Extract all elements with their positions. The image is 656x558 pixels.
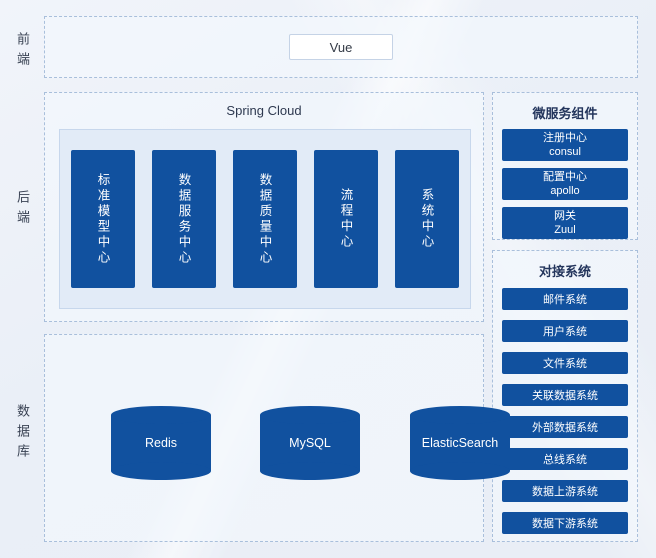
center-node-data-quality: 数据质量中心: [233, 150, 297, 288]
db-cylinder-mysql: MySQL: [260, 406, 360, 480]
ms-node-registry-name: 注册中心: [543, 132, 587, 144]
microservices-list: 注册中心 consul 配置中心 apollo 网关 Zuul: [493, 122, 637, 239]
center-node-process: 流程中心: [314, 150, 378, 288]
int-node-upstream-data: 数据上游系统: [502, 480, 628, 502]
int-node-downstream-data: 数据下游系统: [502, 512, 628, 534]
layer-label-frontend: 前端: [15, 32, 30, 72]
int-node-external-data: 外部数据系统: [502, 416, 628, 438]
int-node-file: 文件系统: [502, 352, 628, 374]
integration-panel: 对接系统 邮件系统 用户系统 文件系统 关联数据系统 外部数据系统 总线系统 数…: [492, 250, 638, 542]
ms-node-gateway: 网关 Zuul: [502, 207, 628, 239]
db-label-elasticsearch: ElasticSearch: [421, 436, 499, 450]
spring-cloud-container: 标准模型中心 数据服务中心 数据质量中心 流程中心 系统中心: [59, 129, 471, 309]
database-panel: Redis MySQL ElasticSearch: [44, 334, 510, 542]
db-label-mysql: MySQL: [289, 436, 331, 450]
microservices-title: 微服务组件: [532, 106, 598, 121]
ms-node-config-name: 配置中心: [543, 171, 587, 183]
int-node-user: 用户系统: [502, 320, 628, 342]
integration-list: 邮件系统 用户系统 文件系统 关联数据系统 外部数据系统 总线系统 数据上游系统…: [493, 280, 637, 534]
ms-node-registry-tech: consul: [549, 146, 581, 158]
ms-node-gateway-name: 网关: [554, 210, 576, 222]
microservices-panel: 微服务组件 注册中心 consul 配置中心 apollo 网关 Zuul: [492, 92, 638, 240]
frontend-panel: Vue: [44, 16, 638, 78]
int-node-bus: 总线系统: [502, 448, 628, 470]
integration-title: 对接系统: [538, 264, 591, 279]
center-node-data-service: 数据服务中心: [152, 150, 216, 288]
center-node-system: 系统中心: [395, 150, 459, 288]
center-node-standard-model: 标准模型中心: [71, 150, 135, 288]
ms-node-registry: 注册中心 consul: [502, 129, 628, 161]
ms-node-config: 配置中心 apollo: [502, 168, 628, 200]
layer-label-database: 数据库: [15, 404, 30, 464]
int-node-related-data: 关联数据系统: [502, 384, 628, 406]
int-node-mail: 邮件系统: [502, 288, 628, 310]
layer-label-backend: 后端: [15, 190, 30, 230]
db-cylinder-redis: Redis: [111, 406, 211, 480]
db-label-redis: Redis: [145, 436, 177, 450]
db-cylinder-elasticsearch: ElasticSearch: [410, 406, 510, 480]
backend-panel: Spring Cloud 标准模型中心 数据服务中心 数据质量中心 流程中心 系…: [44, 92, 484, 322]
ms-node-gateway-tech: Zuul: [554, 224, 576, 236]
ms-node-config-tech: apollo: [550, 185, 580, 197]
spring-cloud-title: Spring Cloud: [226, 103, 302, 118]
vue-node: Vue: [289, 34, 393, 60]
